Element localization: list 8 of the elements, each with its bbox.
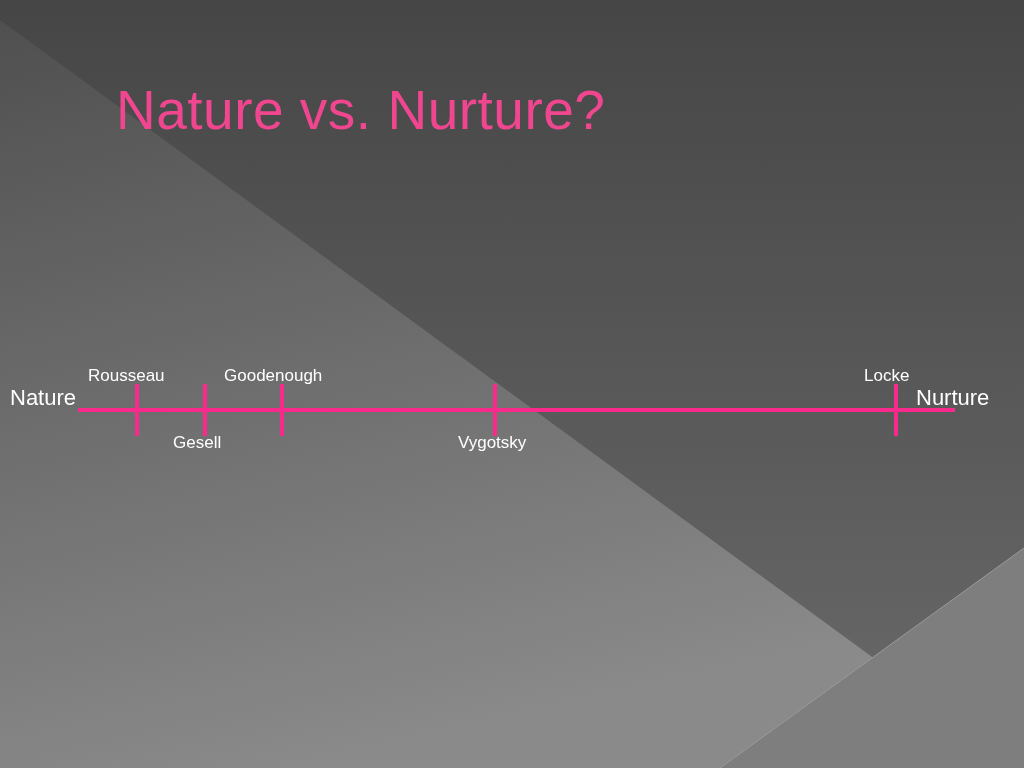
slide-title: Nature vs. Nurture? (116, 80, 606, 141)
scale-end-label: Nature (10, 387, 77, 409)
scale-name-label: Vygotsky (458, 434, 527, 451)
scale-name-label: Rousseau (88, 367, 165, 384)
scale-end-label: Nurture (916, 387, 990, 409)
scale-name-label: Locke (864, 367, 910, 384)
scale-name-label: Goodenough (224, 367, 323, 384)
scale-name-label: Gesell (173, 434, 222, 451)
